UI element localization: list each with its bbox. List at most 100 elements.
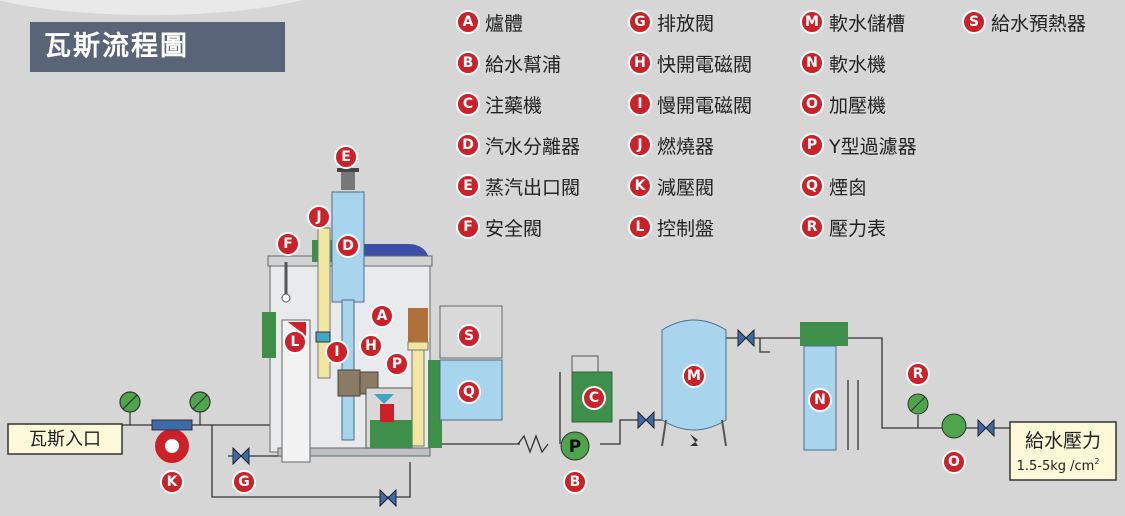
callout-C: C	[582, 386, 606, 410]
callout-O: O	[942, 450, 966, 474]
callout-G: G	[232, 470, 256, 494]
legend-badge: H	[628, 51, 652, 75]
legend-text: 給水幫浦	[485, 53, 562, 76]
callout-F: F	[276, 232, 300, 256]
legend-badge: C	[456, 92, 480, 116]
gas-inlet-label: 瓦斯入口	[29, 429, 101, 450]
chem-motor	[571, 355, 599, 373]
legend-badge: G	[628, 10, 652, 34]
safety-valve	[281, 293, 291, 303]
boiler-base	[277, 447, 431, 457]
legend-badge: I	[628, 92, 652, 116]
fan-red	[380, 404, 394, 422]
callout-Q: Q	[457, 380, 481, 404]
callout-D: D	[336, 234, 360, 258]
check-valve	[517, 434, 549, 454]
callout-J: J	[307, 205, 331, 229]
left-green-panel	[262, 312, 276, 358]
fan-arrow	[374, 394, 394, 404]
water-supply-box	[1009, 421, 1117, 481]
legend-badge: F	[456, 215, 480, 239]
callout-I: I	[325, 340, 349, 364]
legend-badge: K	[628, 174, 652, 198]
gas-gauges	[119, 391, 211, 425]
callout-K: K	[160, 470, 184, 494]
legend-badge: A	[456, 10, 480, 34]
legend-text: 軟水機	[829, 53, 887, 76]
page-title: 瓦斯流程圖	[30, 22, 285, 72]
legend-badge: R	[800, 215, 824, 239]
callout-S: S	[457, 324, 481, 348]
gas-inlet-box	[7, 423, 123, 455]
legend-text: 燃燒器	[657, 135, 715, 158]
legend-badge: E	[456, 174, 480, 198]
bypass-valve	[379, 488, 397, 508]
legend-text: 注藥機	[485, 94, 543, 117]
tank-legs	[661, 419, 727, 447]
legend-badge: D	[456, 133, 480, 157]
gas-bypass-pipe	[211, 425, 411, 498]
feed-valve	[637, 410, 655, 430]
reducer-inner	[165, 439, 179, 453]
legend-badge: L	[628, 215, 652, 239]
callout-A: A	[370, 304, 394, 328]
supply-valve	[977, 418, 995, 438]
callout-N: N	[808, 388, 832, 412]
legend-badge: Q	[800, 174, 824, 198]
feed-column-cap	[407, 341, 429, 351]
side-green-strip	[428, 360, 442, 448]
slow-valve	[337, 369, 361, 397]
legend-badge: P	[800, 133, 824, 157]
legend-badge: N	[800, 51, 824, 75]
feed-pump	[560, 431, 590, 461]
tank-valve	[737, 328, 755, 348]
callout-H: H	[359, 334, 383, 358]
legend-badge: O	[800, 92, 824, 116]
legend-text: 爐體	[485, 12, 524, 35]
legend-badge: J	[628, 133, 652, 157]
water-supply-label: 給水壓力	[1025, 430, 1101, 452]
legend-badge: S	[962, 10, 986, 34]
callout-L: L	[283, 330, 307, 354]
booster-pump	[941, 413, 967, 439]
legend-text: 蒸汽出口閥	[485, 176, 581, 199]
legend-text: 安全閥	[485, 217, 543, 240]
tee-pipe	[759, 338, 770, 353]
legend-text: 加壓機	[829, 94, 887, 117]
legend-text: 控制盤	[657, 217, 715, 240]
fan-green	[370, 420, 412, 448]
legend-text: 汽水分離器	[485, 135, 581, 158]
legend-text: 軟水儲槽	[829, 12, 906, 35]
teal-box	[315, 331, 331, 343]
tank-drain	[690, 434, 698, 446]
callout-R: R	[906, 362, 930, 386]
callout-B: B	[563, 470, 587, 494]
legend-text: 給水預熱器	[991, 12, 1087, 35]
legend-text: 快開電磁閥	[657, 53, 753, 76]
legend-text: 排放閥	[657, 12, 715, 35]
legend-text: 慢開電磁閥	[657, 94, 753, 117]
drain-valve	[232, 446, 250, 466]
softener-pipe	[848, 337, 942, 429]
legend-text: 減壓閥	[657, 176, 715, 199]
water-supply-value: 1.5-5kg /cm2	[1017, 457, 1100, 474]
coil	[408, 308, 428, 342]
legend-badge: B	[456, 51, 480, 75]
pump-letter: P	[569, 437, 581, 457]
